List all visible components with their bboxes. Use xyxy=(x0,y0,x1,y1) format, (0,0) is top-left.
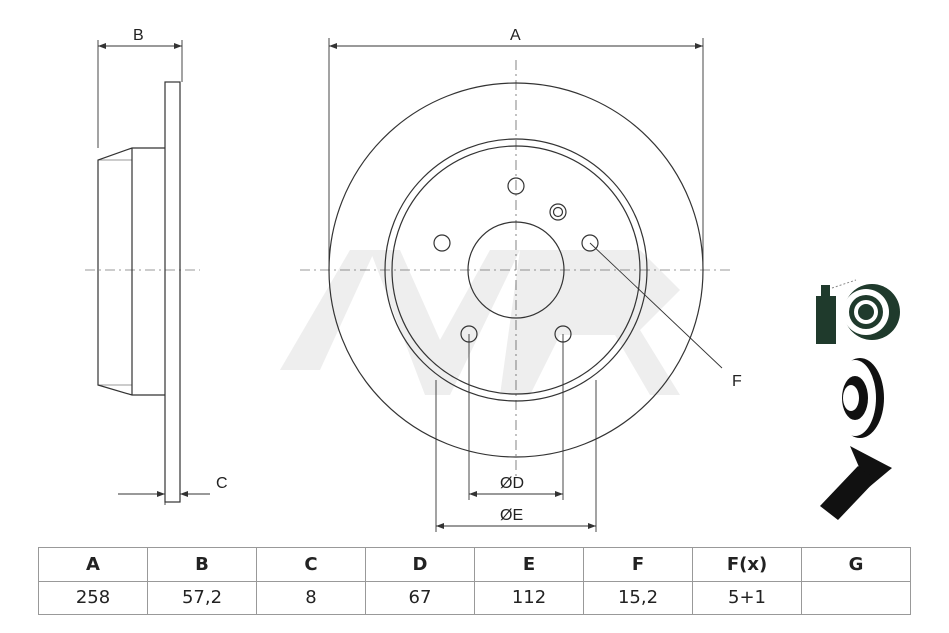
side-view xyxy=(85,81,200,503)
watermark-logo xyxy=(280,250,680,395)
label-b: B xyxy=(133,27,144,44)
value-d: 67 xyxy=(365,580,475,615)
dimensions-table: A B C D E F F(x) G 258 57,2 8 67 112 15,… xyxy=(38,547,911,615)
header-a: A xyxy=(38,547,148,582)
dimension-lines xyxy=(97,38,723,532)
countersunk-screw-icon xyxy=(820,446,892,520)
value-b: 57,2 xyxy=(147,580,257,615)
value-c: 8 xyxy=(256,580,366,615)
header-b: B xyxy=(147,547,257,582)
label-a: A xyxy=(510,27,521,44)
label-d: ØD xyxy=(500,475,524,492)
header-fx: F(x) xyxy=(692,547,802,582)
header-d: D xyxy=(365,547,475,582)
table-header-row: A B C D E F F(x) G xyxy=(38,547,911,582)
spray-cleaning-icon xyxy=(816,279,900,344)
value-g xyxy=(801,580,911,615)
value-f: 15,2 xyxy=(583,580,693,615)
label-e: ØE xyxy=(500,507,523,524)
brake-disc-icon xyxy=(834,358,884,438)
label-f: F xyxy=(732,373,742,390)
label-c: C xyxy=(216,475,228,492)
header-c: C xyxy=(256,547,366,582)
value-e: 112 xyxy=(474,580,584,615)
front-view xyxy=(300,60,730,480)
header-f: F xyxy=(583,547,693,582)
header-g: G xyxy=(801,547,911,582)
value-a: 258 xyxy=(38,580,148,615)
table-row: 258 57,2 8 67 112 15,2 5+1 xyxy=(38,580,911,615)
header-e: E xyxy=(474,547,584,582)
dimension-arrows xyxy=(98,43,703,529)
value-fx: 5+1 xyxy=(692,580,802,615)
